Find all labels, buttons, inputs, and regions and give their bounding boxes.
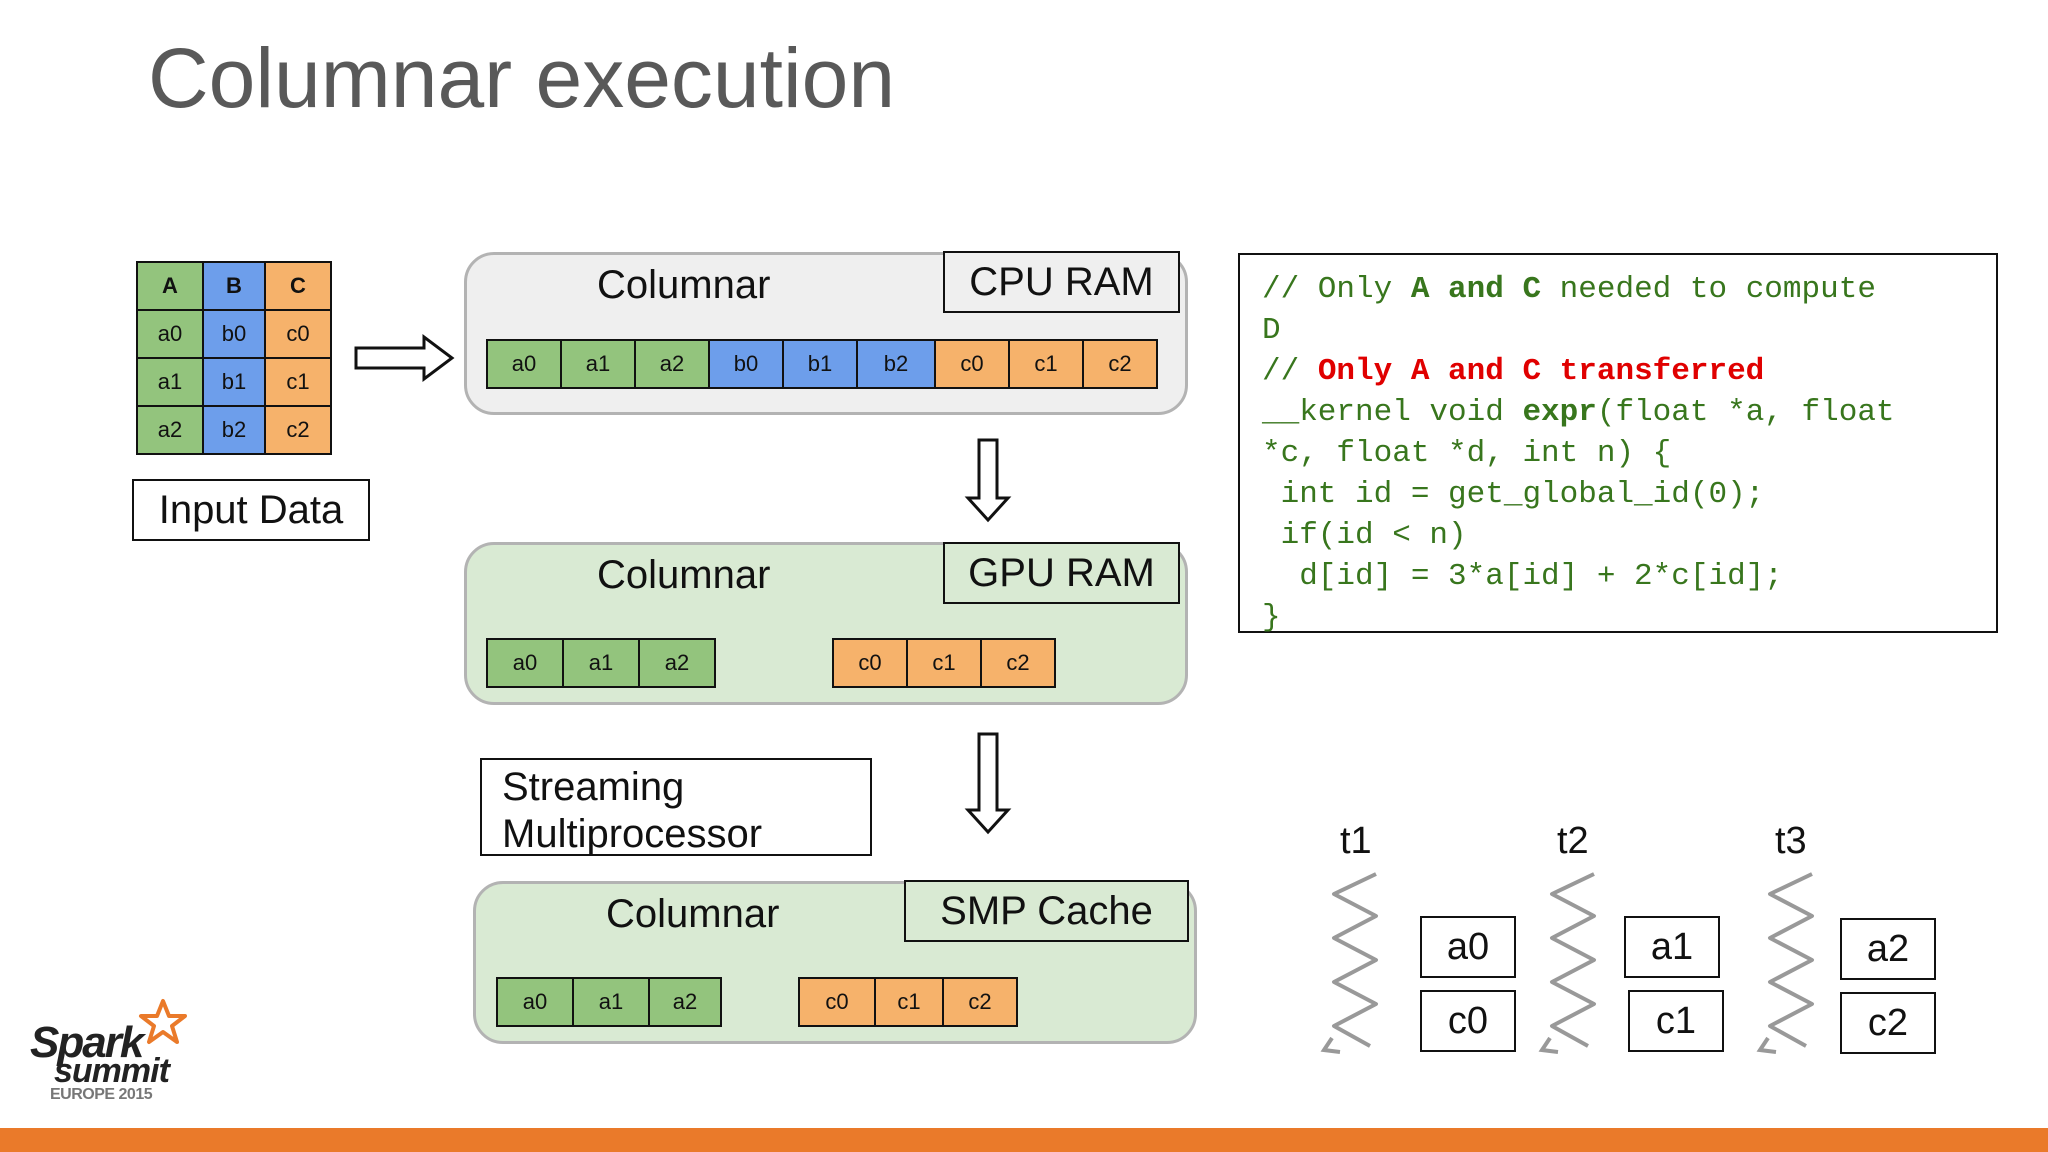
panel-label: Columnar xyxy=(597,263,771,307)
smp-cell: a1 xyxy=(572,977,650,1027)
logo-line-1: Spark xyxy=(30,1018,144,1067)
logo-line-2: summit xyxy=(54,1052,170,1090)
kernel-code-block: // Only A and C needed to compute D // O… xyxy=(1238,253,1998,635)
code-line: *c, float *d, int n) { xyxy=(1262,436,1672,471)
smp-cell: a2 xyxy=(648,977,722,1027)
cpu-cell: c2 xyxy=(1082,339,1158,389)
code-line: // Only A and C transferred xyxy=(1262,354,1765,389)
right-arrow-icon xyxy=(354,334,455,382)
gpu-ram-tag: GPU RAM xyxy=(943,542,1180,604)
code-line: int id = get_global_id(0); xyxy=(1262,477,1765,512)
table-cell: a1 xyxy=(136,357,204,407)
table-cell: a0 xyxy=(136,309,204,359)
cpu-cell: a1 xyxy=(560,339,636,389)
star-icon xyxy=(139,999,187,1044)
table-cell: c2 xyxy=(264,405,332,455)
thread-cell: c2 xyxy=(1840,992,1936,1054)
cpu-cell: b2 xyxy=(856,339,936,389)
streaming-multiprocessor-label: Streaming Multiprocessor xyxy=(480,758,872,856)
squiggle-arrow-icon xyxy=(1538,872,1596,1054)
thread-cell: a0 xyxy=(1420,916,1516,978)
table-header-a: A xyxy=(136,261,204,311)
panel-label: Columnar xyxy=(606,892,780,936)
code-line: d[id] = 3*a[id] + 2*c[id]; xyxy=(1262,559,1783,594)
gpu-cell: a1 xyxy=(562,638,640,688)
gpu-cell: c2 xyxy=(980,638,1056,688)
streaming-line-2: Multiprocessor xyxy=(502,812,763,856)
code-line: D xyxy=(1262,313,1281,348)
code-line: if(id < n) xyxy=(1262,518,1467,553)
gpu-cell: a2 xyxy=(638,638,716,688)
gpu-cell: c0 xyxy=(832,638,908,688)
table-cell: b0 xyxy=(202,309,266,359)
panel-label: Columnar xyxy=(597,553,771,597)
input-data-label: Input Data xyxy=(132,479,370,541)
smp-cell: c0 xyxy=(798,977,876,1027)
thread-cell: c1 xyxy=(1628,990,1724,1052)
streaming-line-1: Streaming xyxy=(502,765,685,809)
cpu-ram-tag: CPU RAM xyxy=(943,251,1180,313)
slide-title: Columnar execution xyxy=(148,31,896,125)
gpu-cell: a0 xyxy=(486,638,564,688)
cpu-cell: b0 xyxy=(708,339,784,389)
cpu-cell: a2 xyxy=(634,339,710,389)
code-line: } xyxy=(1262,600,1281,635)
table-cell: b1 xyxy=(202,357,266,407)
smp-cell: c1 xyxy=(874,977,944,1027)
smp-cache-tag: SMP Cache xyxy=(904,880,1189,942)
thread-label: t2 xyxy=(1557,820,1589,862)
table-cell: b2 xyxy=(202,405,266,455)
table-cell: c1 xyxy=(264,357,332,407)
table-header-c: C xyxy=(264,261,332,311)
thread-cell: a1 xyxy=(1624,916,1720,978)
gpu-cell: c1 xyxy=(906,638,982,688)
thread-cell: c0 xyxy=(1420,990,1516,1052)
down-arrow-icon xyxy=(964,732,1012,835)
cpu-cell: c1 xyxy=(1008,339,1084,389)
logo-line-3: EUROPE 2015 xyxy=(50,1086,153,1103)
thread-cell: a2 xyxy=(1840,918,1936,980)
code-line: __kernel void expr(float *a, float xyxy=(1262,395,1895,430)
thread-label: t1 xyxy=(1340,820,1372,862)
squiggle-arrow-icon xyxy=(1756,872,1814,1054)
cpu-cell: c0 xyxy=(934,339,1010,389)
squiggle-arrow-icon xyxy=(1320,872,1378,1054)
thread-label: t3 xyxy=(1775,820,1807,862)
table-header-b: B xyxy=(202,261,266,311)
down-arrow-icon xyxy=(964,438,1012,523)
code-line: // Only A and C needed to compute xyxy=(1262,272,1876,307)
cpu-cell: a0 xyxy=(486,339,562,389)
table-cell: a2 xyxy=(136,405,204,455)
smp-cell: c2 xyxy=(942,977,1018,1027)
cpu-cell: b1 xyxy=(782,339,858,389)
spark-summit-logo: Spark summit EUROPE 2015 xyxy=(28,998,198,1108)
smp-cell: a0 xyxy=(496,977,574,1027)
table-cell: c0 xyxy=(264,309,332,359)
bottom-accent-bar xyxy=(0,1128,2048,1152)
